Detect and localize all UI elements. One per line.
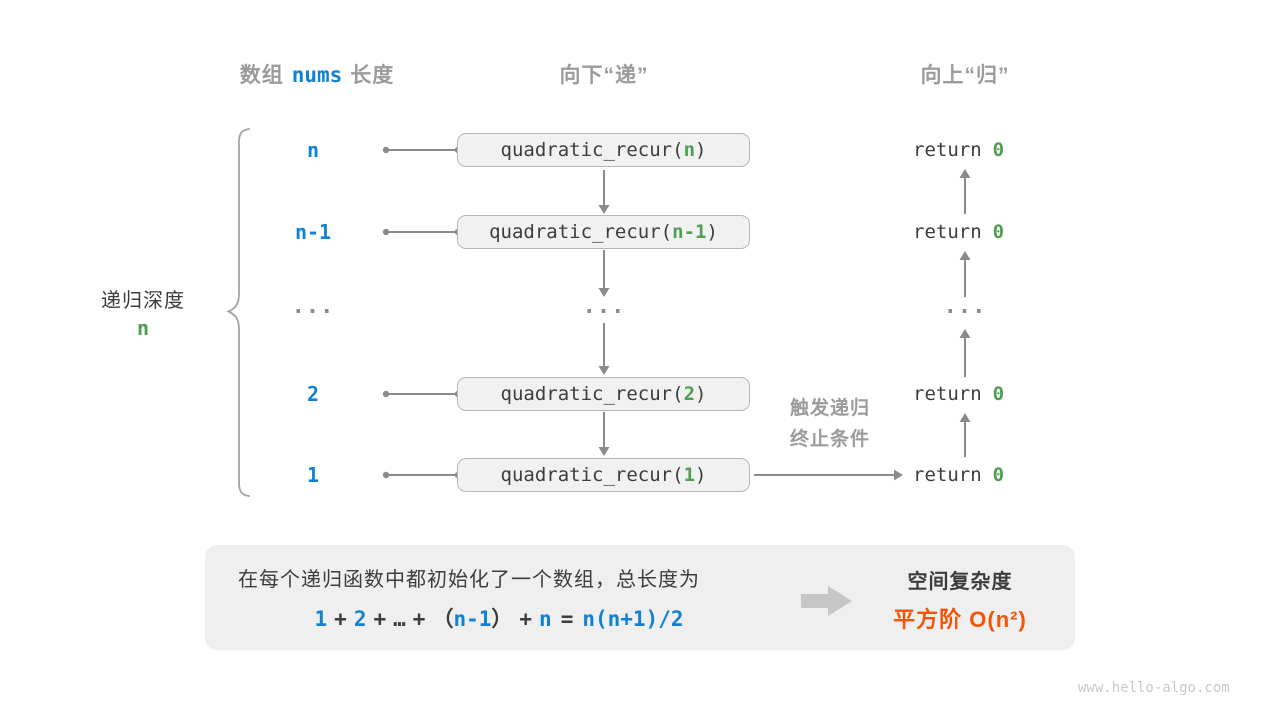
connector-row-n [382,146,462,154]
formula-term-4: n [539,607,552,631]
call-arg: n [683,139,696,161]
header-array-suffix: 长度 [350,64,395,87]
call-arg: 1 [683,464,696,486]
call-close: ) [695,139,707,161]
return-keyword: return [913,139,982,161]
formula-equals: = [560,607,574,631]
formula-plus: + [334,607,347,631]
up-arrow-1 [959,413,971,457]
up-arrow-3 [959,251,971,297]
call-fn: quadratic_recur( [489,221,673,243]
up-arrow-2 [959,329,971,377]
formula-term-2: 2 [353,607,367,631]
return-keyword: return [913,464,982,486]
down-arrow-4 [598,412,610,456]
call-box-1: quadratic_recur(1) [457,458,750,492]
connector-row-1 [382,471,462,479]
down-arrow-3 [598,323,610,375]
connector-row-n1 [382,228,462,236]
formula-result: n(n+1)/2 [582,607,684,631]
return-n: return 0 [913,139,1004,161]
return-2: return 0 [913,383,1004,405]
length-label-n1: n-1 [294,220,332,244]
call-arg: 2 [683,383,696,405]
call-close: ) [695,464,707,486]
formula-paren-open: （ [432,607,454,631]
length-label-n: n [306,138,320,162]
call-box-2: quadratic_recur(2) [457,377,750,411]
watermark: www.hello-algo.com [1078,680,1230,696]
return-n1: return 0 [913,221,1004,243]
big-right-arrow-head [828,586,852,616]
return-keyword: return [913,221,982,243]
call-arg: n-1 [672,221,707,243]
base-case-arrow [754,469,903,481]
header-array-prefix: 数组 [239,64,284,87]
depth-brace [226,128,250,497]
complexity-value: 平方阶 O(n²) [893,607,1027,632]
depth-label-value: n [136,316,150,340]
call-fn: quadratic_recur( [500,383,684,405]
return-value: 0 [992,221,1005,243]
return-1: return 0 [913,464,1004,486]
call-fn: quadratic_recur( [500,464,684,486]
return-value: 0 [992,383,1005,405]
formula-plus: + [519,607,533,631]
summary-description: 在每个递归函数中都初始化了一个数组，总长度为 [238,569,700,591]
call-box-n: quadratic_recur(n) [457,133,750,167]
complexity-title: 空间复杂度 [907,571,1013,593]
return-value: 0 [992,139,1005,161]
formula-plus: + [412,607,426,631]
call-close: ) [706,221,718,243]
base-case-label: 触发递归 终止条件 [765,393,895,455]
up-arrow-4 [959,169,971,214]
formula-term-3: n-1 [453,607,492,631]
depth-label-title: 递归深度 [101,290,185,312]
base-case-line1: 触发递归 [789,398,870,419]
summary-panel [205,545,1075,650]
return-keyword: return [913,383,982,405]
header-upward: 向上“归” [920,64,1010,87]
formula-term-1: 1 [314,607,328,631]
return-value: 0 [992,464,1005,486]
length-label-1: 1 [306,463,320,487]
formula-dots: … [393,607,406,631]
formula-plus: + [373,607,387,631]
header-array-length: 数组 nums 长度 [187,59,447,89]
length-label-2: 2 [306,382,320,406]
header-downward: 向下“递” [559,64,649,87]
call-fn: quadratic_recur( [500,139,684,161]
ellipsis-lengths: ... [291,294,335,319]
base-case-line2: 终止条件 [789,429,870,450]
header-nums-code: nums [291,63,343,87]
ellipsis-calls: ... [582,294,626,319]
call-close: ) [695,383,707,405]
formula-paren-close: ） [491,607,513,631]
call-box-n1: quadratic_recur(n-1) [457,215,750,249]
summary-formula: 1+2+…+（n-1）+n=n(n+1)/2 [224,603,774,633]
down-arrow-1 [598,170,610,214]
ellipsis-returns: ... [943,294,987,319]
big-right-arrow-icon [801,594,828,608]
connector-row-2 [382,390,462,398]
down-arrow-2 [598,250,610,297]
